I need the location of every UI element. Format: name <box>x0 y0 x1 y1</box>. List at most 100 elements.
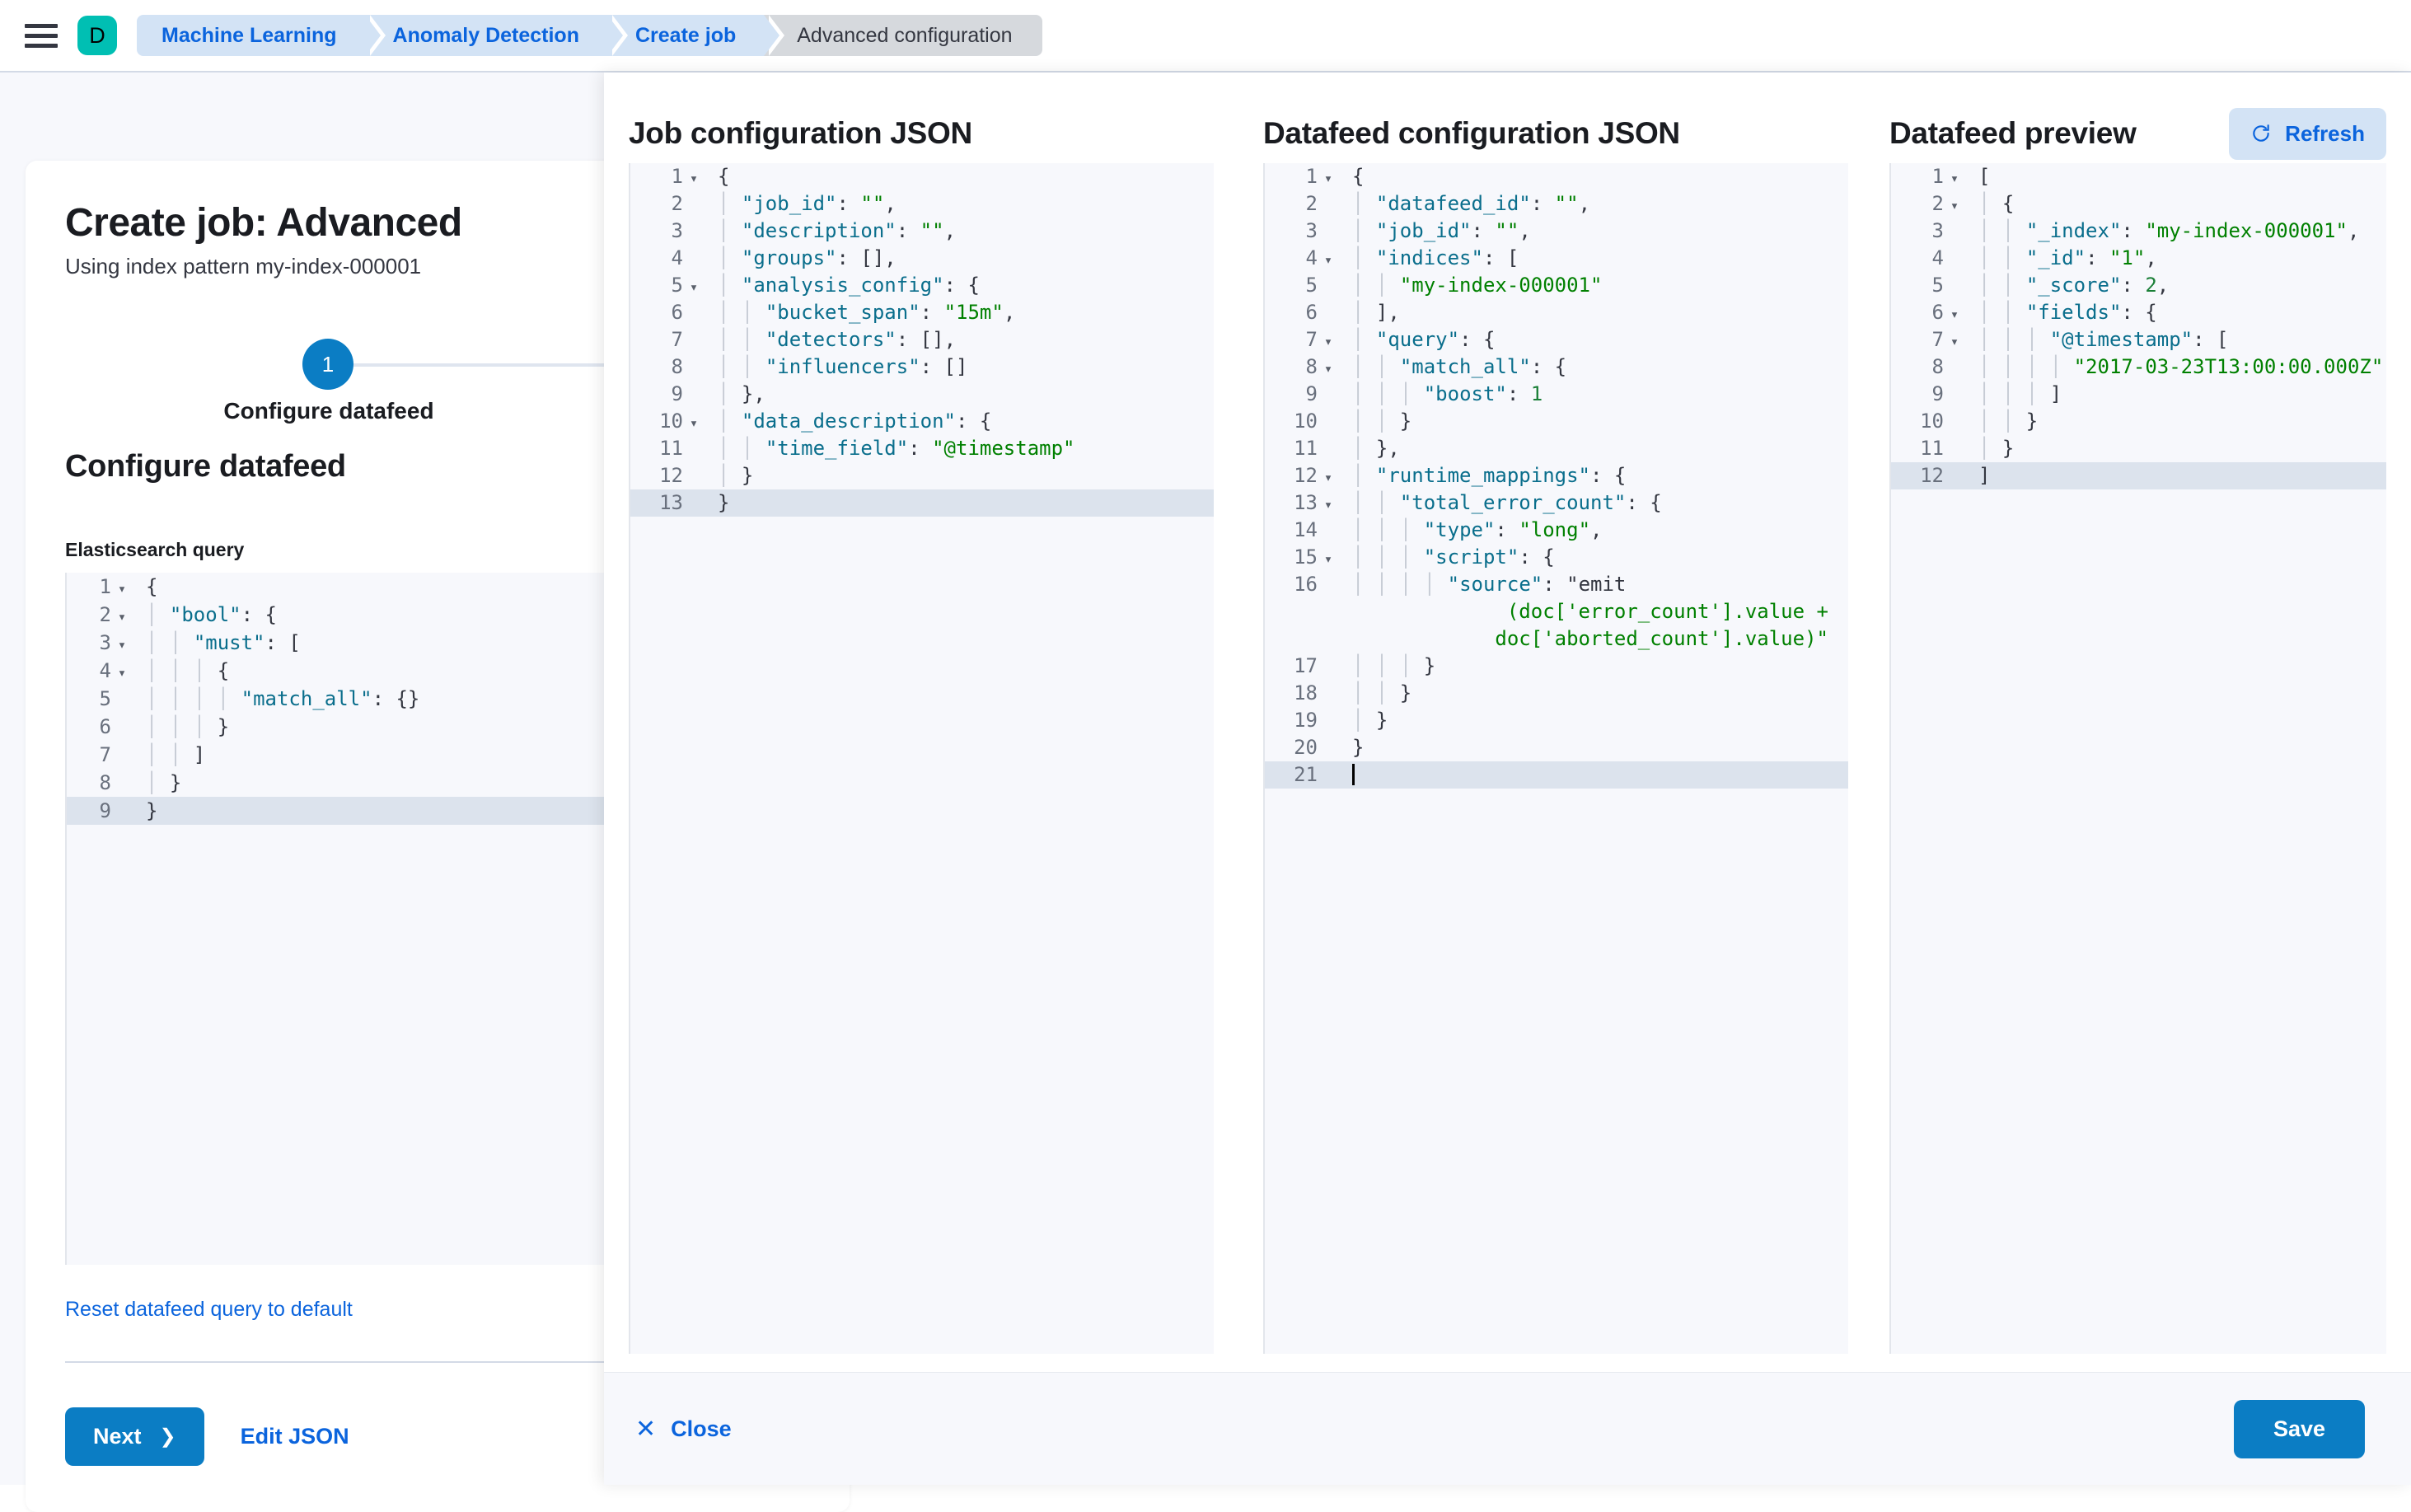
line-number: 4▾ <box>1931 246 1944 269</box>
editor-line[interactable]: 9▾│ │ │ "boost": 1 <box>1265 381 1848 408</box>
editor-line[interactable]: 2▾│ "datafeed_id": "", <box>1265 190 1848 218</box>
fold-toggle-icon[interactable]: ▾ <box>1323 497 1333 513</box>
reset-datafeed-query-link[interactable]: Reset datafeed query to default <box>65 1298 353 1321</box>
editor-line[interactable]: 3▾│ │ "must": [ <box>67 629 650 657</box>
editor-line[interactable]: 4▾│ "groups": [], <box>630 245 1214 272</box>
page-action-row: Next ❯ Edit JSON <box>65 1407 850 1466</box>
editor-line[interactable]: 1▾{ <box>630 163 1214 190</box>
hamburger-menu-icon[interactable] <box>25 22 58 49</box>
editor-line[interactable]: 19▾│ } <box>1265 707 1848 734</box>
elasticsearch-query-editor[interactable]: 1▾{2▾│ "bool": {3▾│ │ "must": [4▾│ │ │ {… <box>65 573 650 1265</box>
line-number: 5▾ <box>99 687 111 710</box>
job-configuration-editor[interactable]: 1▾{2▾│ "job_id": "",3▾│ "description": "… <box>629 163 1214 1354</box>
editor-line[interactable]: 16▾│ │ │ │ "source": "emit (doc['error_c… <box>1265 571 1848 653</box>
editor-line[interactable]: 10▾│ │ } <box>1891 408 2386 435</box>
line-number: 2▾ <box>1891 190 1970 220</box>
editor-line[interactable]: 10▾│ "data_description": { <box>630 408 1214 435</box>
editor-line[interactable]: 9▾│ }, <box>630 381 1214 408</box>
editor-line[interactable]: 3▾│ "job_id": "", <box>1265 218 1848 245</box>
editor-line[interactable]: 8▾│ │ "influencers": [] <box>630 353 1214 381</box>
line-number: 21▾ <box>1294 763 1318 786</box>
editor-line[interactable]: 5▾│ │ "my-index-000001" <box>1265 272 1848 299</box>
avatar[interactable]: D <box>77 16 117 55</box>
next-button[interactable]: Next ❯ <box>65 1407 204 1466</box>
editor-line[interactable]: 9▾} <box>67 797 650 825</box>
editor-line[interactable]: 8▾│ │ "match_all": { <box>1265 353 1848 381</box>
editor-line[interactable]: 6▾│ ], <box>1265 299 1848 326</box>
editor-line[interactable]: 12▾│ "runtime_mappings": { <box>1265 462 1848 489</box>
editor-line[interactable]: 11▾│ } <box>1891 435 2386 462</box>
breadcrumb-item-anomaly-detection[interactable]: Anomaly Detection <box>364 15 629 56</box>
fold-toggle-icon[interactable]: ▾ <box>689 415 699 432</box>
editor-line[interactable]: 2▾│ { <box>1891 190 2386 218</box>
editor-line[interactable]: 4▾│ "indices": [ <box>1265 245 1848 272</box>
fold-toggle-icon[interactable]: ▾ <box>117 637 127 653</box>
editor-line[interactable]: 5▾│ │ "_score": 2, <box>1891 272 2386 299</box>
close-button[interactable]: ✕ Close <box>635 1415 732 1444</box>
fold-toggle-icon[interactable]: ▾ <box>1323 171 1333 187</box>
fold-toggle-icon[interactable]: ▾ <box>117 665 127 681</box>
editor-line[interactable]: 11▾│ │ "time_field": "@timestamp" <box>630 435 1214 462</box>
editor-line[interactable]: 5▾│ │ │ │ "match_all": {} <box>67 685 650 713</box>
editor-line[interactable]: 7▾│ │ │ "@timestamp": [ <box>1891 326 2386 353</box>
editor-line[interactable]: 21▾ <box>1265 761 1848 789</box>
editor-line[interactable]: 2▾│ "bool": { <box>67 601 650 629</box>
line-number: 9▾ <box>671 382 683 405</box>
editor-line[interactable]: 7▾│ │ ] <box>67 741 650 769</box>
editor-line[interactable]: 2▾│ "job_id": "", <box>630 190 1214 218</box>
editor-line[interactable]: 6▾│ │ │ } <box>67 713 650 741</box>
editor-line[interactable]: 10▾│ │ } <box>1265 408 1848 435</box>
breadcrumb-item-create-job[interactable]: Create job <box>606 15 785 56</box>
fold-toggle-icon[interactable]: ▾ <box>1323 252 1333 269</box>
fold-toggle-icon[interactable]: ▾ <box>1323 361 1333 377</box>
line-number: 12▾ <box>659 464 683 487</box>
editor-line[interactable]: 5▾│ "analysis_config": { <box>630 272 1214 299</box>
datafeed-preview-editor[interactable]: 1▾[2▾│ {3▾│ │ "_index": "my-index-000001… <box>1889 163 2386 1354</box>
fold-toggle-icon[interactable]: ▾ <box>117 581 127 597</box>
line-number: 12▾ <box>1265 462 1344 492</box>
fold-toggle-icon[interactable]: ▾ <box>1950 334 1959 350</box>
fold-toggle-icon[interactable]: ▾ <box>689 279 699 296</box>
editor-line[interactable]: 6▾│ │ "fields": { <box>1891 299 2386 326</box>
editor-line[interactable]: 15▾│ │ │ "script": { <box>1265 544 1848 571</box>
editor-line[interactable]: 12▾] <box>1891 462 2386 489</box>
fold-toggle-icon[interactable]: ▾ <box>1323 334 1333 350</box>
editor-line[interactable]: 4▾│ │ │ { <box>67 657 650 685</box>
line-code: │ }, <box>1352 437 1400 460</box>
editor-line[interactable]: 1▾{ <box>1265 163 1848 190</box>
fold-toggle-icon[interactable]: ▾ <box>1323 470 1333 486</box>
editor-line[interactable]: 7▾│ "query": { <box>1265 326 1848 353</box>
fold-toggle-icon[interactable]: ▾ <box>1950 198 1959 214</box>
fold-toggle-icon[interactable]: ▾ <box>117 609 127 625</box>
editor-line[interactable]: 3▾│ │ "_index": "my-index-000001", <box>1891 218 2386 245</box>
breadcrumb-item-advanced-configuration[interactable]: Advanced configuration <box>764 15 1042 56</box>
editor-line[interactable]: 12▾│ } <box>630 462 1214 489</box>
edit-json-button[interactable]: Edit JSON <box>240 1424 349 1449</box>
editor-line[interactable]: 1▾[ <box>1891 163 2386 190</box>
editor-line[interactable]: 9▾│ │ │ ] <box>1891 381 2386 408</box>
editor-line[interactable]: 3▾│ "description": "", <box>630 218 1214 245</box>
editor-line[interactable]: 13▾} <box>630 489 1214 517</box>
refresh-button[interactable]: Refresh <box>2229 107 2386 160</box>
fold-toggle-icon[interactable]: ▾ <box>1323 551 1333 568</box>
editor-line[interactable]: 20▾} <box>1265 734 1848 761</box>
editor-line[interactable]: 7▾│ │ "detectors": [], <box>630 326 1214 353</box>
fold-toggle-icon[interactable]: ▾ <box>1950 307 1959 323</box>
fold-toggle-icon[interactable]: ▾ <box>1950 171 1959 187</box>
editor-line[interactable]: 8▾│ │ │ │ "2017-03-23T13:00:00.000Z" <box>1891 353 2386 381</box>
editor-line[interactable]: 1▾{ <box>67 573 650 601</box>
editor-line[interactable]: 13▾│ │ "total_error_count": { <box>1265 489 1848 517</box>
breadcrumb-item-machine-learning[interactable]: Machine Learning <box>137 15 386 56</box>
editor-line[interactable]: 11▾│ }, <box>1265 435 1848 462</box>
editor-line[interactable]: 8▾│ } <box>67 769 650 797</box>
editor-line[interactable]: 6▾│ │ "bucket_span": "15m", <box>630 299 1214 326</box>
editor-line[interactable]: 18▾│ │ } <box>1265 680 1848 707</box>
fold-toggle-icon[interactable]: ▾ <box>689 171 699 187</box>
step-1-circle[interactable]: 1 <box>302 339 353 390</box>
editor-line[interactable]: 17▾│ │ │ } <box>1265 653 1848 680</box>
editor-line[interactable]: 14▾│ │ │ "type": "long", <box>1265 517 1848 544</box>
datafeed-configuration-editor[interactable]: 1▾{2▾│ "datafeed_id": "",3▾│ "job_id": "… <box>1263 163 1848 1354</box>
editor-line[interactable]: 4▾│ │ "_id": "1", <box>1891 245 2386 272</box>
save-button[interactable]: Save <box>2233 1399 2365 1458</box>
elasticsearch-query-label: Elasticsearch query <box>65 539 245 560</box>
